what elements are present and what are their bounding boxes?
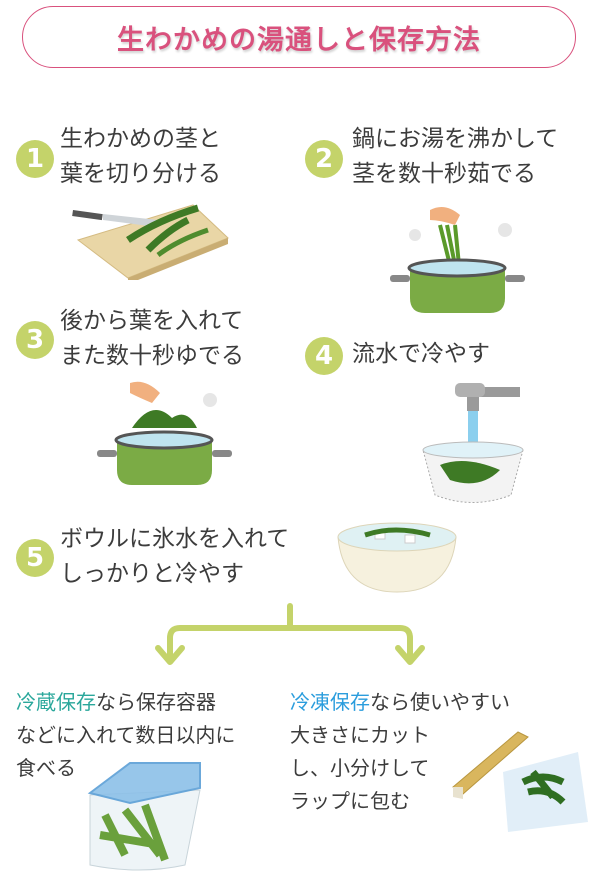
step-2-text: 鍋にお湯を沸かして 茎を数十秒茹でる <box>352 122 558 192</box>
step-3-line-2: また数十秒ゆでる <box>60 343 244 369</box>
pot-boiling-stems-icon <box>390 206 525 313</box>
freezer-line-4: ラップに包む <box>290 789 410 813</box>
step-2-badge: 2 <box>305 140 343 178</box>
fridge-line-3: 食べる <box>16 756 76 780</box>
freezer-storage-label: 冷凍保存 <box>290 690 370 714</box>
branch-arrow <box>155 603 425 665</box>
step-2-line-2: 茎を数十秒茹でる <box>352 161 536 187</box>
faucet-strainer-icon <box>422 383 524 503</box>
fridge-storage-text: 冷蔵保存なら保存容器 などに入れて数日以内に 食べる <box>16 686 235 785</box>
step-5-line-2: しっかりと冷やす <box>60 561 244 587</box>
page-title: 生わかめの湯通しと保存方法 <box>117 24 481 56</box>
freezer-line-2: 大きさにカット <box>290 723 430 747</box>
fridge-storage-label: 冷蔵保存 <box>16 690 96 714</box>
fridge-line-1: なら保存容器 <box>96 690 216 714</box>
step-4-text: 流水で冷やす <box>352 337 490 372</box>
step-5-text: ボウルに氷水を入れて しっかりと冷やす <box>60 522 289 592</box>
step-1-line-2: 葉を切り分ける <box>60 161 221 187</box>
pot-boiling-leaves-icon <box>97 381 232 485</box>
step-4-badge: 4 <box>305 337 343 375</box>
step-2-line-1: 鍋にお湯を沸かして <box>352 126 559 152</box>
step-3-line-1: 後から葉を入れて <box>60 308 244 334</box>
step-1-line-1: 生わかめの茎と <box>60 126 221 152</box>
cutting-board-knife-icon <box>72 204 229 280</box>
plastic-wrap-icon <box>452 731 588 832</box>
storage-container-icon <box>87 762 201 871</box>
step-3-badge: 3 <box>16 321 54 359</box>
step-1-badge: 1 <box>16 140 54 178</box>
freezer-line-1: なら使いやすい <box>370 690 510 714</box>
ice-water-bowl-icon <box>337 522 457 593</box>
fridge-line-2: などに入れて数日以内に <box>16 723 236 747</box>
freezer-line-3: し、小分けして <box>290 756 430 780</box>
freezer-storage-text: 冷凍保存なら使いやすい 大きさにカット し、小分けして ラップに包む <box>290 686 510 818</box>
step-3-text: 後から葉を入れて また数十秒ゆでる <box>60 304 244 374</box>
step-5-line-1: ボウルに氷水を入れて <box>60 526 290 552</box>
step-4-line-1: 流水で冷やす <box>352 341 490 367</box>
step-5-badge: 5 <box>16 539 54 577</box>
title-banner: 生わかめの湯通しと保存方法 <box>22 6 576 68</box>
step-1-text: 生わかめの茎と 葉を切り分ける <box>60 122 221 192</box>
